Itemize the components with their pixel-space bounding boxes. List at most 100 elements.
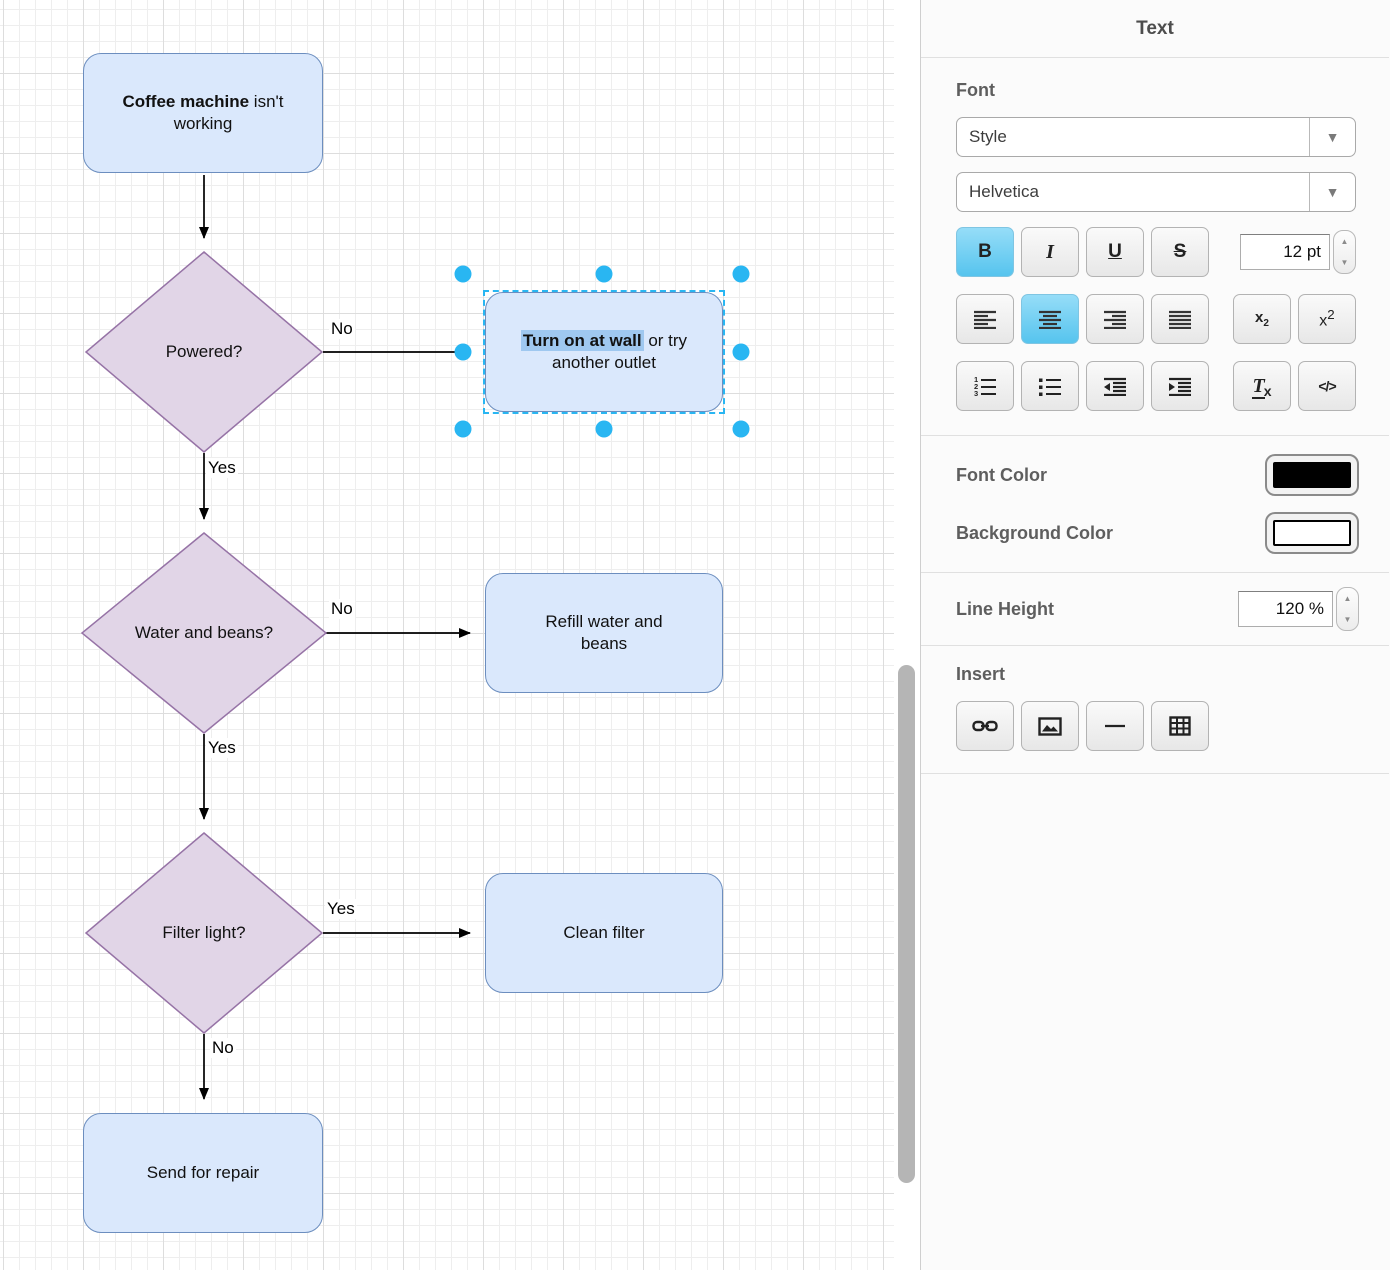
node-start[interactable]: Coffee machine isn't working (83, 53, 323, 173)
panel-tab-text[interactable]: Text (921, 0, 1389, 58)
clear-formatting-button[interactable]: Tx (1233, 361, 1291, 411)
edge-label-filter-yes[interactable]: Yes (325, 899, 357, 919)
format-panel: Text Font Style ▼ Helvetica ▼ B I U S 12… (920, 0, 1389, 1270)
chevron-down-icon[interactable]: ▼ (1309, 118, 1355, 156)
superscript-button[interactable]: x2 (1298, 294, 1356, 344)
svg-text:3: 3 (974, 389, 978, 396)
spinner-up-icon[interactable]: ▲ (1343, 594, 1352, 603)
decision-powered[interactable] (84, 251, 324, 453)
italic-icon: I (1046, 240, 1054, 263)
node-send-for-repair[interactable]: Send for repair (83, 1113, 323, 1233)
insert-image-button[interactable] (1021, 701, 1079, 751)
canvas-grid (0, 0, 894, 1270)
insert-horizontal-rule-button[interactable] (1086, 701, 1144, 751)
font-family-value: Helvetica (969, 182, 1039, 201)
section-divider (921, 572, 1389, 573)
justify-button[interactable] (1151, 294, 1209, 344)
selection-handle-s[interactable] (595, 420, 613, 438)
bold-button[interactable]: B (956, 227, 1014, 277)
selection-handle-w[interactable] (454, 343, 472, 361)
node-turn-on-at-wall[interactable]: Turn on at wall or try another outlet (485, 292, 723, 412)
superscript-icon: x2 (1319, 307, 1335, 330)
edge-label-filter-no[interactable]: No (210, 1038, 236, 1058)
selection-handle-n[interactable] (595, 265, 613, 283)
bold-icon: B (978, 241, 992, 262)
font-style-value: Style (969, 127, 1007, 146)
spinner-up-icon[interactable]: ▲ (1340, 237, 1349, 246)
justify-icon (1169, 310, 1191, 329)
node-refill-water[interactable]: Refill water and beans (485, 573, 723, 693)
code-icon: </> (1318, 378, 1336, 394)
align-left-button[interactable] (956, 294, 1014, 344)
indent-button[interactable] (1151, 361, 1209, 411)
node-start-bold-text: Coffee machine (122, 91, 250, 111)
insert-table-button[interactable] (1151, 701, 1209, 751)
font-size-input[interactable]: 12 pt (1240, 234, 1330, 270)
line-height-row: Line Height 120 % ▲ ▼ (921, 573, 1389, 645)
node-refill-text-line2: beans (580, 634, 628, 653)
selection-handle-sw[interactable] (454, 420, 472, 438)
strikethrough-icon: S (1173, 241, 1187, 262)
spinner-down-icon[interactable]: ▼ (1340, 258, 1349, 267)
line-height-spinner: ▲ ▼ (1336, 587, 1359, 631)
align-right-icon (1104, 310, 1126, 329)
subscript-icon: x2 (1255, 309, 1269, 329)
selection-handle-nw[interactable] (454, 265, 472, 283)
strikethrough-button[interactable]: S (1151, 227, 1209, 277)
line-height-input[interactable]: 120 % (1238, 591, 1333, 627)
link-icon (972, 720, 998, 732)
insert-link-button[interactable] (956, 701, 1014, 751)
font-color-value (1273, 462, 1351, 488)
diagram-canvas[interactable]: Coffee machine isn't working Turn on at … (0, 0, 920, 1270)
indent-icon (1169, 377, 1191, 396)
node-refill-text: Refill water and (545, 611, 663, 631)
node-repair-text: Send for repair (146, 1162, 260, 1182)
node-clean-filter[interactable]: Clean filter (485, 873, 723, 993)
edge-label-water-yes[interactable]: Yes (206, 738, 238, 758)
selection-handle-e[interactable] (732, 343, 750, 361)
decision-water-and-beans[interactable] (80, 532, 328, 734)
underline-icon: U (1108, 241, 1122, 262)
selection-handle-ne[interactable] (732, 265, 750, 283)
align-center-icon (1039, 310, 1061, 329)
svg-text:2: 2 (974, 382, 978, 391)
decision-filter-light[interactable] (84, 832, 324, 1034)
font-size-spinner: ▲ ▼ (1333, 230, 1356, 274)
outdent-icon (1104, 377, 1126, 396)
html-code-button[interactable]: </> (1298, 361, 1356, 411)
section-divider (921, 645, 1389, 646)
font-color-swatch[interactable] (1265, 454, 1359, 496)
clear-formatting-icon: Tx (1252, 374, 1272, 399)
align-right-button[interactable] (1086, 294, 1144, 344)
canvas-vertical-scrollbar[interactable] (898, 665, 915, 1183)
section-divider (921, 435, 1389, 436)
align-center-button[interactable] (1021, 294, 1079, 344)
node-start-text: isn't (249, 91, 284, 111)
selected-text-highlight: Turn on at wall (520, 329, 644, 351)
subscript-button[interactable]: x2 (1233, 294, 1291, 344)
node-turn-on-bold-text: Turn on at wall (522, 330, 642, 350)
font-family-select[interactable]: Helvetica ▼ (956, 172, 1356, 212)
spinner-down-icon[interactable]: ▼ (1343, 615, 1352, 624)
edge-label-powered-no[interactable]: No (329, 319, 355, 339)
image-icon (1038, 716, 1062, 736)
italic-button[interactable]: I (1021, 227, 1079, 277)
node-turn-on-text: or try (643, 330, 688, 350)
svg-text:1: 1 (974, 376, 978, 384)
node-start-text-line2: working (173, 114, 233, 133)
outdent-button[interactable] (1086, 361, 1144, 411)
font-style-select[interactable]: Style ▼ (956, 117, 1356, 157)
background-color-swatch[interactable] (1265, 512, 1359, 554)
bullet-list-button[interactable] (1021, 361, 1079, 411)
chevron-down-icon[interactable]: ▼ (1309, 173, 1355, 211)
font-section-label: Font (956, 80, 995, 100)
numbered-list-icon: 1 2 3 (974, 376, 996, 396)
edge-label-powered-yes[interactable]: Yes (206, 458, 238, 478)
edge-label-water-no[interactable]: No (329, 599, 355, 619)
insert-section: Insert (921, 646, 1389, 773)
underline-button[interactable]: U (1086, 227, 1144, 277)
horizontal-rule-icon (1105, 724, 1125, 728)
numbered-list-button[interactable]: 1 2 3 (956, 361, 1014, 411)
selection-handle-se[interactable] (732, 420, 750, 438)
flowchart-graphics (80, 175, 471, 1100)
